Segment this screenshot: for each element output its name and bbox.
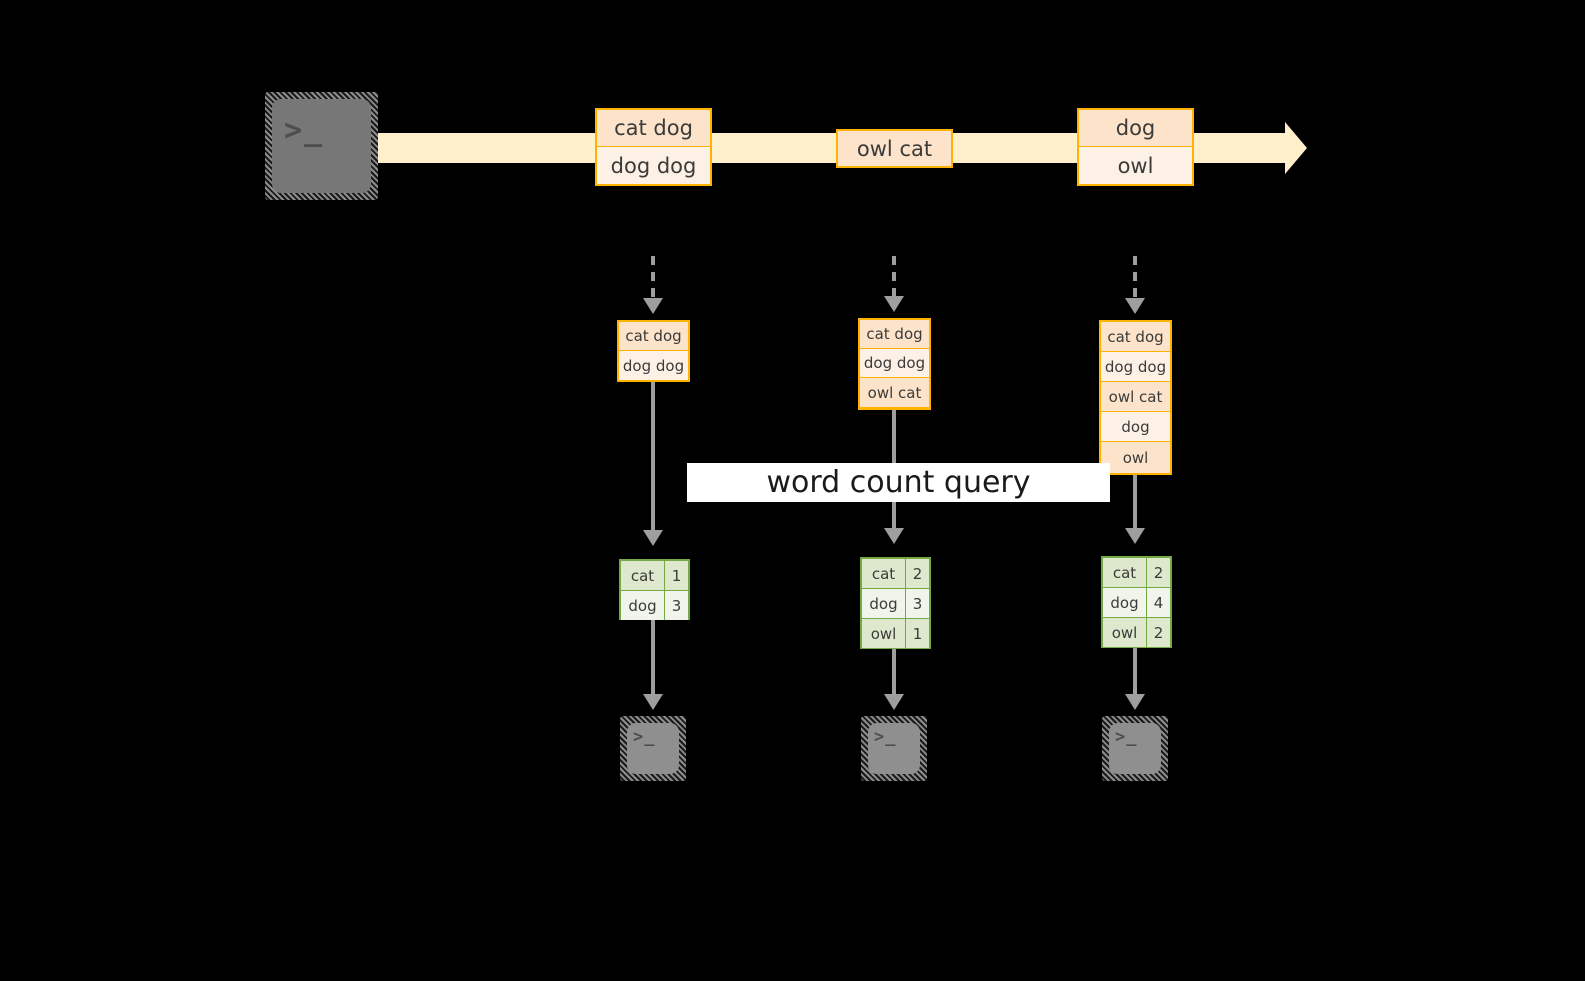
dashed-connector-3-head (1125, 298, 1145, 314)
result-count: 3 (906, 589, 929, 618)
record-line: owl (1079, 147, 1192, 184)
solid-connector-3b (1133, 648, 1137, 698)
snapshot-3[interactable]: cat dog dog dog owl cat dog owl (1099, 320, 1172, 475)
table-row: dog 3 (621, 591, 688, 620)
table-row: cat 2 (1103, 558, 1170, 588)
snapshot-1[interactable]: cat dog dog dog (617, 320, 690, 382)
table-row: owl 2 (1103, 618, 1170, 647)
result-word: dog (862, 589, 906, 618)
result-word: dog (1103, 588, 1147, 617)
stream-record-2[interactable]: owl cat (836, 129, 953, 168)
terminal-screen: >_ (272, 99, 371, 193)
solid-connector-2b (892, 649, 896, 698)
dashed-connector-1-head (643, 298, 663, 314)
result-table-2[interactable]: cat 2 dog 3 owl 1 (860, 557, 931, 649)
snapshot-line: dog dog (619, 351, 688, 380)
stream-arrow-head (1285, 122, 1307, 174)
solid-connector-2a-head (884, 528, 904, 544)
terminal-prompt-glyph: >_ (874, 727, 897, 747)
table-row: dog 4 (1103, 588, 1170, 618)
result-word: cat (621, 561, 665, 590)
result-count: 1 (906, 619, 929, 648)
terminal-screen: >_ (868, 723, 920, 774)
result-table-1[interactable]: cat 1 dog 3 (619, 559, 690, 620)
result-count: 4 (1147, 588, 1170, 617)
result-count: 2 (1147, 618, 1170, 647)
dashed-connector-3 (1133, 256, 1137, 302)
result-count: 2 (1147, 558, 1170, 587)
solid-connector-3b-head (1125, 694, 1145, 710)
snapshot-line: dog dog (860, 349, 929, 378)
stream-record-1[interactable]: cat dog dog dog (595, 108, 712, 186)
record-line: dog (1079, 110, 1192, 147)
table-row: owl 1 (862, 619, 929, 648)
record-line: owl cat (838, 131, 951, 166)
terminal-screen: >_ (627, 723, 679, 774)
result-word: owl (1103, 618, 1147, 647)
snapshot-2[interactable]: cat dog dog dog owl cat (858, 318, 931, 410)
stream-record-3[interactable]: dog owl (1077, 108, 1194, 186)
snapshot-line: dog (1101, 412, 1170, 442)
terminal-prompt-glyph: >_ (633, 727, 656, 747)
snapshot-line: cat dog (1101, 322, 1170, 352)
result-word: cat (862, 559, 906, 588)
record-line: dog dog (597, 147, 710, 184)
result-word: cat (1103, 558, 1147, 587)
snapshot-line: owl cat (1101, 382, 1170, 412)
dashed-connector-2 (892, 256, 896, 300)
solid-connector-2b-head (884, 694, 904, 710)
result-count: 1 (665, 561, 688, 590)
sink-terminal-3[interactable]: >_ (1102, 716, 1168, 781)
terminal-prompt-glyph: >_ (284, 113, 325, 148)
table-row: cat 1 (621, 561, 688, 591)
snapshot-line: cat dog (860, 320, 929, 349)
solid-connector-1a-head (643, 530, 663, 546)
sink-terminal-2[interactable]: >_ (861, 716, 927, 781)
query-label-text: word count query (766, 465, 1031, 500)
query-label: word count query (687, 463, 1110, 502)
snapshot-line: owl cat (860, 378, 929, 407)
result-count: 3 (665, 591, 688, 620)
result-word: owl (862, 619, 906, 648)
result-count: 2 (906, 559, 929, 588)
snapshot-line: owl (1101, 442, 1170, 473)
terminal-prompt-glyph: >_ (1115, 727, 1138, 747)
result-table-3[interactable]: cat 2 dog 4 owl 2 (1101, 556, 1172, 648)
solid-connector-1a (651, 382, 655, 534)
terminal-screen: >_ (1109, 723, 1161, 774)
solid-connector-3a-head (1125, 528, 1145, 544)
snapshot-line: cat dog (619, 322, 688, 351)
result-word: dog (621, 591, 665, 620)
table-row: dog 3 (862, 589, 929, 619)
dashed-connector-1 (651, 256, 655, 302)
record-line: cat dog (597, 110, 710, 147)
solid-connector-3a (1133, 475, 1137, 532)
solid-connector-1b-head (643, 694, 663, 710)
solid-connector-1b (651, 620, 655, 698)
snapshot-line: dog dog (1101, 352, 1170, 382)
dashed-connector-2-head (884, 296, 904, 312)
source-terminal-icon[interactable]: >_ (265, 92, 378, 200)
table-row: cat 2 (862, 559, 929, 589)
sink-terminal-1[interactable]: >_ (620, 716, 686, 781)
